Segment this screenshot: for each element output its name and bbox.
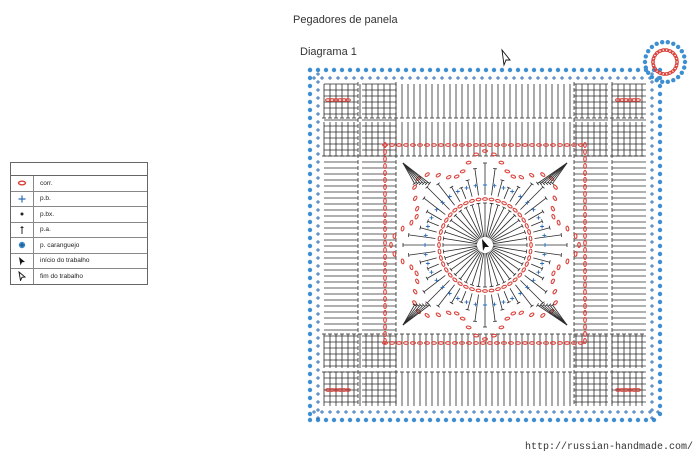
legend-row-slip-stitch: p.bx. [11, 207, 147, 223]
chain-icon [17, 180, 27, 186]
slip-stitch-icon [20, 212, 24, 216]
legend-row-start: início do trabalho [11, 253, 147, 269]
crochet-diagram [307, 40, 688, 423]
legend-label: p.b. [40, 195, 51, 203]
legend-label: início do trabalho [40, 257, 90, 265]
start-arrow-icon [19, 256, 25, 266]
page-title: Pegadores de panela [293, 14, 398, 26]
legend-row-half-double: p.a. [11, 222, 147, 238]
footer-url: http://russian-handmade.com/ [524, 442, 693, 453]
diagram-subtitle: Diagrama 1 [300, 46, 357, 58]
legend-label: p.a. [40, 226, 51, 234]
start-marker [482, 239, 489, 251]
legend-row-end: fim do trabalho [11, 269, 147, 284]
half-double-icon [20, 225, 24, 234]
legend-row-single-crochet: p.b. [11, 191, 147, 207]
single-crochet-icon [18, 195, 26, 203]
legend-row-crab-stitch: p. caranguejo [11, 238, 147, 254]
legend-label: corr. [40, 179, 53, 187]
end-arrow-icon [18, 271, 27, 282]
legend-row-chain: corr. [11, 176, 147, 192]
legend-header [11, 163, 147, 176]
legend-label: p. caranguejo [40, 241, 80, 249]
crab-stitch-icon [18, 242, 26, 249]
legend-label: fim do trabalho [40, 272, 83, 280]
legend-label: p.bx. [40, 210, 55, 218]
legend-table: corr. p.b. p.bx. p.a. p. caranguejo iníc… [10, 162, 148, 285]
